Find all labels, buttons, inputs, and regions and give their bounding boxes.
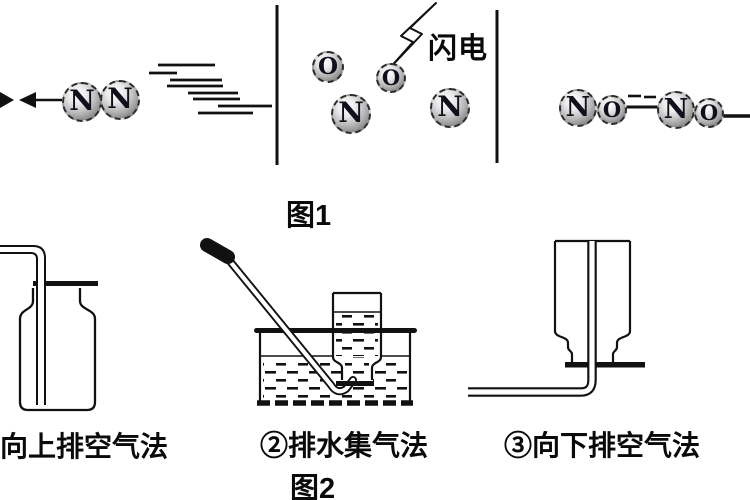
atom-n-sphere: N: [430, 88, 470, 128]
apparatus-downward-air-displacement: [468, 239, 645, 397]
atom-o-sphere: O: [312, 51, 344, 83]
atom-symbol: N: [107, 82, 133, 115]
apparatus-upward-air-displacement: [0, 245, 98, 412]
atom-o-sphere: O: [694, 98, 724, 128]
method-label-downward-air-displacement: ③向下排空气法: [504, 430, 701, 461]
atom-symbol: N: [663, 93, 689, 125]
atom-n-sphere: N: [100, 80, 140, 120]
method-label-upward-air-displacement: 向上排空气法: [0, 431, 169, 462]
atom-symbol: O: [381, 64, 401, 90]
atom-symbol: O: [602, 96, 622, 122]
atom-symbol: N: [69, 84, 95, 117]
atom-n-sphere: N: [331, 94, 371, 134]
atom-symbol: O: [699, 99, 719, 125]
motion-arrow-left-icon: [0, 92, 62, 108]
atom-symbol: N: [338, 96, 364, 129]
atom-o-sphere: O: [597, 95, 627, 125]
atom-o-sphere: O: [376, 63, 406, 93]
figure2-caption: 图2: [290, 473, 336, 500]
atom-symbol: N: [565, 91, 591, 123]
apparatus-water-displacement: [200, 238, 417, 406]
atom-n-sphere: N: [62, 82, 102, 122]
atom-n-sphere: N: [657, 91, 695, 129]
method-label-water-displacement: ②排水集气法: [260, 430, 429, 461]
lightning-label: 闪电: [428, 33, 489, 65]
atom-symbol: N: [437, 90, 463, 123]
no-motion-lines-icon: [623, 94, 750, 118]
figure1-caption: 图1: [286, 200, 332, 232]
atom-symbol: O: [317, 52, 339, 80]
atom-n-sphere: N: [559, 89, 597, 127]
panel-divider-lines: [275, 5, 499, 165]
speed-lines-icon: [149, 63, 272, 115]
